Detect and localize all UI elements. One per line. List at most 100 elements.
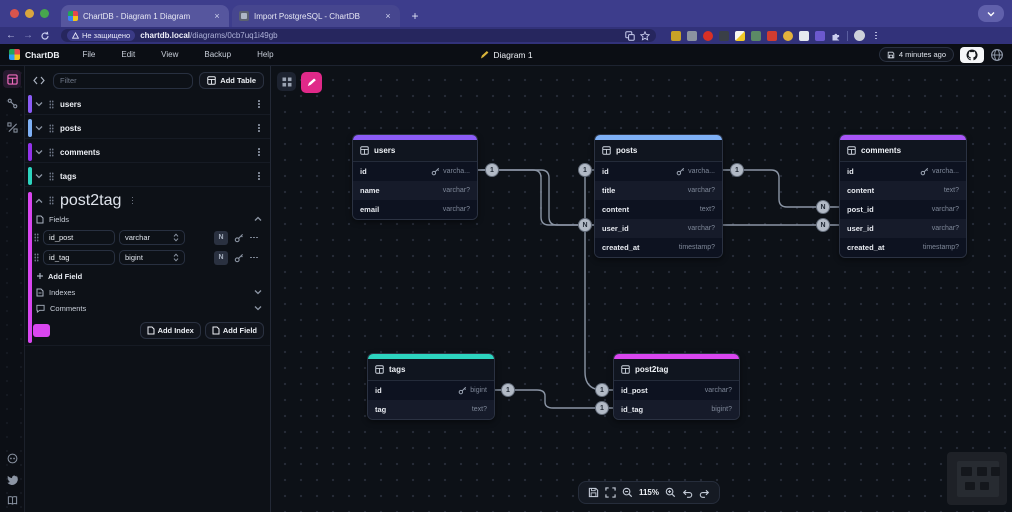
field-menu-icon[interactable]: [250, 236, 262, 239]
tables-panel-button[interactable]: [3, 70, 21, 88]
fields-section-header[interactable]: Fields: [25, 211, 270, 227]
new-tab-button[interactable]: +: [411, 9, 419, 23]
table-node-header[interactable]: comments: [840, 140, 966, 162]
field-row[interactable]: id varcha...: [595, 162, 722, 181]
table-node-header[interactable]: post2tag: [614, 359, 739, 381]
zoom-window-button[interactable]: [40, 9, 49, 18]
save-button[interactable]: [588, 487, 599, 498]
table-node-header[interactable]: users: [353, 140, 477, 162]
chevron-down-icon[interactable]: [35, 173, 43, 179]
menu-backup[interactable]: Backup: [204, 50, 232, 59]
view-code-button[interactable]: [31, 73, 47, 89]
browser-tab-import[interactable]: Import PostgreSQL - ChartDB ×: [232, 5, 400, 27]
extension-icon[interactable]: [751, 30, 761, 41]
table-menu-icon[interactable]: [254, 172, 264, 180]
field-row[interactable]: content text?: [840, 181, 966, 200]
drag-handle[interactable]: [49, 196, 54, 205]
profile-avatar[interactable]: [854, 30, 865, 41]
nullable-toggle[interactable]: N: [214, 250, 228, 265]
close-window-button[interactable]: [10, 9, 19, 18]
table-menu-icon[interactable]: [254, 148, 264, 156]
add-field-button[interactable]: Add Field: [204, 321, 264, 339]
bookmark-star-icon[interactable]: [640, 30, 650, 41]
table-color-swatch[interactable]: [33, 323, 50, 337]
table-node-header[interactable]: posts: [595, 140, 722, 162]
grid-view-button[interactable]: [277, 72, 296, 91]
field-row[interactable]: title varchar?: [595, 181, 722, 200]
drag-handle[interactable]: [49, 99, 54, 109]
drag-handle[interactable]: [49, 123, 54, 133]
diagram-canvas[interactable]: 1 1 N 1 N N 1 1 1 users id varcha... nam…: [271, 66, 1012, 512]
last-saved-badge[interactable]: 4 minutes ago: [878, 47, 954, 62]
table-node-users[interactable]: users id varcha... name varchar? email v…: [352, 134, 478, 220]
table-node-header[interactable]: tags: [368, 359, 494, 381]
minimize-window-button[interactable]: [25, 9, 34, 18]
menu-help[interactable]: Help: [257, 50, 274, 59]
docs-book-icon[interactable]: [7, 495, 18, 506]
relationships-panel-button[interactable]: [3, 94, 21, 112]
field-type-select[interactable]: varchar: [119, 230, 185, 245]
extension-icon[interactable]: [815, 30, 825, 41]
chevron-down-icon[interactable]: [35, 125, 43, 131]
forward-icon[interactable]: →: [23, 29, 33, 41]
diagram-title[interactable]: Diagram 1: [479, 50, 533, 60]
add-field-link[interactable]: Add Field: [25, 268, 270, 284]
browser-menu-icon[interactable]: [871, 31, 881, 40]
menu-view[interactable]: View: [161, 50, 179, 59]
table-node-posts[interactable]: posts id varcha... title varchar? conten…: [594, 134, 723, 258]
drag-handle[interactable]: [34, 233, 39, 242]
add-table-button[interactable]: Add Table: [199, 72, 264, 89]
filter-input[interactable]: [53, 72, 194, 89]
extension-icon[interactable]: [767, 30, 777, 41]
field-row[interactable]: created_at timestamp?: [840, 238, 966, 257]
chevron-up-icon[interactable]: [35, 198, 43, 204]
table-node-comments[interactable]: comments id varcha... content text? post…: [839, 134, 967, 258]
field-row[interactable]: email varchar?: [353, 200, 477, 219]
field-row[interactable]: name varchar?: [353, 181, 477, 200]
sidebar-table-posts[interactable]: posts: [25, 118, 270, 139]
extension-icon[interactable]: [783, 30, 793, 41]
field-row[interactable]: content text?: [595, 200, 722, 219]
extension-icon[interactable]: [719, 30, 729, 41]
table-menu-icon[interactable]: [254, 100, 264, 108]
browser-chevron-button[interactable]: [978, 5, 1004, 22]
translate-icon[interactable]: [625, 30, 635, 41]
zoom-out-button[interactable]: [622, 487, 633, 498]
field-row[interactable]: tag text?: [368, 400, 494, 419]
redo-button[interactable]: [699, 488, 710, 498]
table-node-post2tag[interactable]: post2tag id_post varchar? id_tag bigint?: [613, 353, 740, 420]
table-node-tags[interactable]: tags id bigint tag text?: [367, 353, 495, 420]
field-row[interactable]: id_post varchar?: [614, 381, 739, 400]
extension-icon[interactable]: [703, 30, 713, 41]
reload-icon[interactable]: [40, 31, 50, 41]
field-menu-icon[interactable]: [250, 256, 262, 259]
extensions-puzzle-icon[interactable]: [831, 31, 841, 41]
close-tab-icon[interactable]: ×: [385, 11, 391, 21]
zoom-level[interactable]: 115%: [638, 488, 659, 497]
close-tab-icon[interactable]: ×: [214, 11, 220, 21]
github-button[interactable]: [960, 46, 984, 63]
comments-section-header[interactable]: Comments: [25, 300, 270, 316]
browser-tab-chartdb[interactable]: ChartDB - Diagram 1 Diagram ×: [61, 5, 229, 27]
sidebar-table-post2tag[interactable]: post2tag: [25, 190, 270, 211]
extension-icon[interactable]: [687, 30, 697, 41]
field-row[interactable]: user_id varchar?: [840, 219, 966, 238]
extension-icon[interactable]: [799, 30, 809, 41]
extension-icon[interactable]: [735, 30, 745, 41]
highlight-edit-button[interactable]: [301, 72, 322, 93]
field-name-input[interactable]: [43, 250, 115, 265]
indexes-section-header[interactable]: Indexes: [25, 284, 270, 300]
field-row[interactable]: created_at timestamp?: [595, 238, 722, 257]
zoom-in-button[interactable]: [665, 487, 676, 498]
primary-key-button[interactable]: [232, 231, 246, 245]
menu-file[interactable]: File: [82, 50, 96, 59]
table-menu-icon[interactable]: [254, 124, 264, 132]
drag-handle[interactable]: [49, 171, 54, 181]
field-row[interactable]: id_tag bigint?: [614, 400, 739, 419]
table-menu-icon[interactable]: [127, 196, 137, 205]
field-row[interactable]: id bigint: [368, 381, 494, 400]
sidebar-table-comments[interactable]: comments: [25, 142, 270, 163]
chevron-down-icon[interactable]: [35, 149, 43, 155]
minimap[interactable]: [947, 452, 1007, 505]
field-row[interactable]: id varcha...: [840, 162, 966, 181]
